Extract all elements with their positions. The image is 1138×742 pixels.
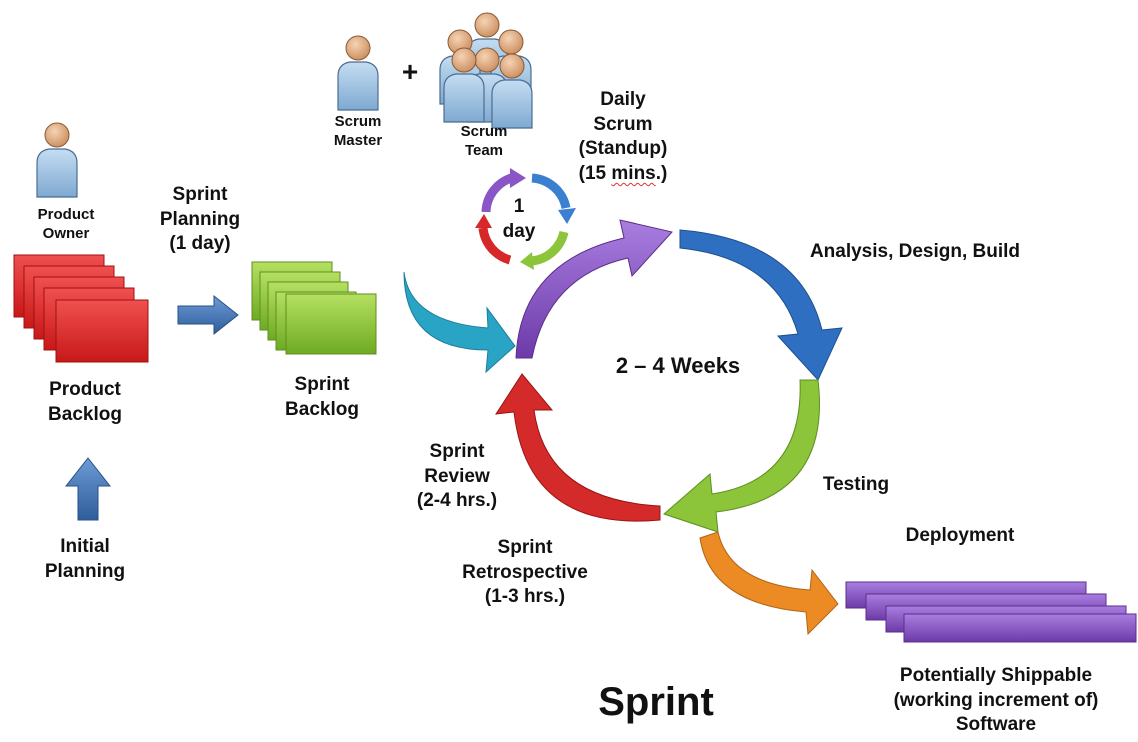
cycle-arrow-green bbox=[663, 379, 820, 533]
scrum-team-people-icon bbox=[439, 12, 533, 129]
cycle-duration-label: 2 – 4 Weeks bbox=[615, 353, 741, 378]
scrum-master-person-icon bbox=[337, 35, 379, 111]
cycle-arrow-red bbox=[495, 373, 661, 522]
shippable-software-label: Potentially Shippable(working increment … bbox=[893, 665, 1099, 736]
product-owner-person-icon bbox=[36, 122, 78, 198]
deployment-arrow bbox=[699, 531, 839, 636]
initial-planning-arrow bbox=[64, 457, 112, 521]
daily-scrum-label: Daily Scrum (Standup) (15 mins.) bbox=[578, 89, 668, 185]
sprint-start-arrow bbox=[403, 271, 516, 374]
cycle-arrow-purple bbox=[515, 219, 673, 359]
planning-arrow bbox=[177, 294, 239, 336]
analysis-design-build-label: Analysis, Design, Build bbox=[809, 241, 1021, 262]
product-backlog-cards bbox=[13, 254, 149, 363]
cycle-arrow-blue bbox=[679, 229, 843, 381]
sprint-backlog-cards bbox=[251, 261, 377, 355]
shippable-software-bars bbox=[845, 581, 1137, 643]
deployment-label: Deployment bbox=[905, 525, 1015, 546]
diagram-title: Sprint bbox=[598, 680, 714, 724]
plus-sign: + bbox=[401, 56, 419, 87]
testing-label: Testing bbox=[822, 474, 890, 495]
